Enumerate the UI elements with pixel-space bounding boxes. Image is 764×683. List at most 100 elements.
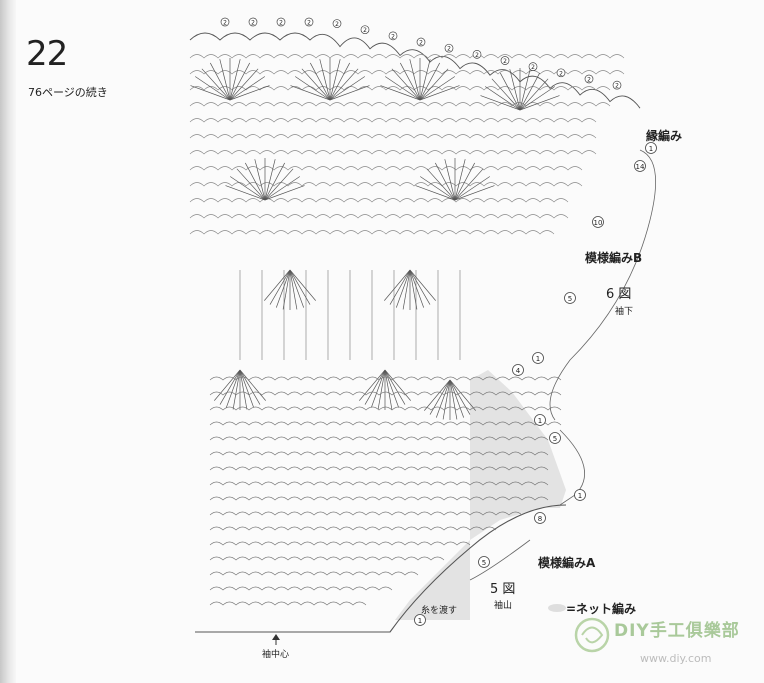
- page-number: 22: [26, 34, 68, 74]
- edge-marker-number: 2: [279, 20, 283, 27]
- net-stitch-row: [209, 571, 419, 576]
- chain-arch-row: [189, 198, 569, 203]
- fan-stitch: [519, 95, 560, 111]
- pineapple-stitch: [239, 369, 261, 405]
- edge-marker-number: 2: [223, 20, 227, 27]
- edge-marker-number: 2: [363, 27, 367, 34]
- edge-marker-circle: [360, 25, 370, 35]
- fan-stitch: [244, 162, 266, 201]
- continued-note: 76ページの続き: [28, 86, 108, 99]
- edge-marker-number: 2: [335, 21, 339, 28]
- row-marker-circle: [574, 489, 586, 501]
- net-stitch-row: [209, 496, 549, 501]
- pineapple-stitch: [384, 269, 411, 301]
- book-spine-shadow: [0, 0, 16, 683]
- row-marker-number: 5: [553, 435, 557, 443]
- fan-stitch: [295, 76, 331, 101]
- fan-stitch: [229, 62, 251, 101]
- edge-marker-circle: [304, 17, 314, 27]
- center-arrowhead-icon: [272, 634, 280, 640]
- net-stitch-row: [209, 511, 523, 516]
- fan-stitch: [519, 72, 541, 111]
- fan-stitch: [209, 62, 231, 101]
- edge-marker-number: 2: [531, 64, 535, 71]
- net-stitch-row: [209, 451, 549, 456]
- edge-marker-circle: [332, 19, 342, 28]
- chain-arch-row: [189, 150, 597, 155]
- chain-arch-row: [189, 102, 611, 107]
- edge-marker-number: 2: [475, 52, 479, 59]
- pineapple-stitch: [409, 269, 431, 305]
- pineapple-stitch: [424, 379, 451, 411]
- figure-6-subtitle: 袖下: [615, 307, 634, 317]
- sleeve-cap-outline: [195, 504, 567, 633]
- fan-stitch: [419, 76, 455, 101]
- fan-stitch: [454, 176, 490, 201]
- pineapple-stitch: [442, 379, 451, 420]
- fan-stitch: [229, 76, 265, 101]
- chain-arch-row: [189, 118, 597, 123]
- fan-stitch: [229, 59, 241, 101]
- pineapple-stitch: [232, 369, 241, 410]
- fan-stitch: [264, 176, 300, 201]
- fan-stitch: [229, 85, 270, 101]
- fan-stitch: [499, 72, 521, 111]
- fan-stitch: [329, 76, 365, 101]
- row-marker-circle: [564, 292, 576, 304]
- net-stitch-row: [209, 391, 562, 396]
- fan-stitch: [444, 159, 456, 201]
- chain-arch-row: [189, 70, 625, 75]
- chain-arch-row: [189, 86, 611, 91]
- fan-stitch: [190, 85, 231, 101]
- net-stitch-area: [395, 370, 566, 620]
- fan-stitch: [454, 162, 476, 201]
- row-marker-circle: [549, 432, 561, 444]
- fan-stitch: [480, 95, 521, 111]
- net-stitch-row: [209, 526, 497, 531]
- fan-stitch: [399, 62, 421, 101]
- fan-stitch: [409, 59, 421, 101]
- fan-stitch: [329, 59, 341, 101]
- edge-marker-number: 2: [391, 33, 395, 40]
- fan-stitch: [454, 168, 484, 201]
- pineapple-stitch: [449, 379, 458, 420]
- fan-stitch: [264, 162, 286, 201]
- edge-marker-circle: [500, 56, 510, 65]
- pineapple-stitch: [395, 269, 411, 308]
- row-guide-line: [549, 149, 656, 421]
- fan-stitch: [229, 68, 259, 101]
- row-marker-circle: [532, 352, 544, 364]
- fan-stitch: [426, 168, 456, 201]
- pineapple-stitch: [384, 369, 406, 405]
- fan-stitch: [519, 78, 549, 111]
- pineapple-stitch: [384, 369, 400, 408]
- fan-stitch: [319, 59, 331, 101]
- pineapple-stitch: [289, 269, 311, 305]
- pineapple-stitch: [429, 379, 451, 415]
- net-stitch-row: [209, 376, 562, 381]
- chain-arch-row: [189, 230, 555, 235]
- edge-marker-circle: [612, 80, 622, 90]
- pineapple-stitch: [219, 369, 241, 405]
- fan-stitch: [309, 62, 331, 101]
- pineapple-stitch: [449, 379, 465, 418]
- edge-marker-circle: [528, 62, 538, 72]
- net-stitch-row: [209, 601, 367, 606]
- fan-stitch: [264, 159, 276, 201]
- chain-arch-row: [189, 166, 583, 171]
- row-marker-circle: [534, 414, 546, 426]
- row-marker-number: 4: [516, 367, 521, 375]
- row-marker-circle: [592, 216, 604, 228]
- net-legend-swatch: [548, 604, 566, 612]
- fan-stitch: [419, 68, 449, 101]
- row-marker-number: 5: [482, 559, 486, 567]
- fan-stitch: [519, 69, 531, 111]
- fan-stitch: [419, 62, 441, 101]
- figure-6-title: 6 図: [606, 287, 632, 302]
- fan-stitch: [329, 68, 359, 101]
- edge-marker-circle: [584, 74, 594, 84]
- fan-stitch: [264, 185, 305, 201]
- fan-stitch: [236, 168, 266, 201]
- fan-stitch: [264, 168, 294, 201]
- edge-marker-circle: [416, 37, 426, 47]
